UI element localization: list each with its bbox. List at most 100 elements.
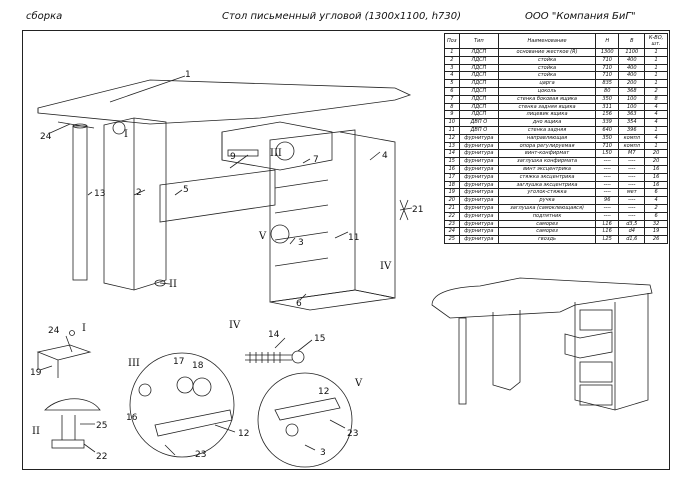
table-cell: 1 (644, 55, 668, 65)
table-cell: 8 (644, 94, 668, 104)
svg-text:12: 12 (318, 387, 329, 397)
table-cell: 22 (444, 211, 460, 221)
table-cell: фурнитура (458, 235, 500, 244)
table-cell: 1300 (594, 48, 620, 57)
svg-text:I: I (124, 129, 128, 140)
table-cell: стенка задняя (498, 125, 596, 135)
table-cell: ---- (594, 157, 620, 166)
table-cell: 4 (444, 71, 460, 81)
table-cell: 6 (444, 86, 460, 96)
table-cell: ЛДСП (458, 55, 500, 65)
table-cell: 5 (444, 79, 460, 88)
table-cell: 156 (594, 110, 620, 120)
table-cell: 16 (644, 180, 668, 190)
table-cell: винт эксцентрика (498, 164, 596, 174)
col-h: Н (594, 33, 620, 49)
table-cell: 4 (644, 196, 668, 205)
table-cell: 8 (444, 102, 460, 112)
table-cell: 4 (644, 118, 668, 127)
assembled-top (431, 277, 653, 319)
table-cell: направляющая (498, 133, 596, 143)
svg-text:18: 18 (192, 361, 204, 371)
svg-text:25: 25 (96, 421, 107, 431)
table-cell: L25 (594, 235, 620, 244)
col-type: Тип (458, 33, 500, 49)
table-cell: L16 (594, 227, 620, 237)
table-cell: L16 (594, 219, 620, 229)
table-cell: 710 (594, 141, 620, 151)
table-cell: ---- (618, 203, 646, 213)
table-cell: фурнитура (458, 164, 500, 174)
svg-text:22: 22 (96, 452, 107, 462)
table-cell: 7 (444, 94, 460, 104)
table-cell: 13 (444, 141, 460, 151)
table-cell: фурнитура (458, 180, 500, 190)
leg (72, 125, 88, 281)
tabletop (37, 79, 412, 125)
table-cell: фурнитура (458, 211, 500, 221)
table-cell: 16 (644, 172, 668, 182)
table-cell: 1 (644, 71, 668, 81)
table-cell: 19 (444, 188, 460, 198)
svg-text:3: 3 (320, 448, 326, 458)
table-cell: ---- (618, 172, 646, 182)
svg-text:1: 1 (185, 70, 191, 80)
table-cell: ---- (594, 203, 620, 213)
table-cell: ЛДСП (458, 86, 500, 96)
table-cell: 710 (594, 55, 620, 65)
table-cell: ---- (618, 211, 646, 221)
table-cell: 354 (618, 118, 646, 127)
table-cell: дно ящика (498, 118, 596, 127)
table-cell: основание жесткое (R) (498, 48, 596, 57)
table-cell: 1 (644, 141, 668, 151)
table-cell: фурнитура (458, 188, 500, 198)
svg-text:21: 21 (412, 205, 423, 215)
svg-text:15: 15 (314, 334, 325, 344)
svg-text:III: III (128, 358, 140, 369)
table-cell: 710 (594, 71, 620, 81)
table-cell: 368 (618, 86, 646, 96)
modesty-panel (159, 169, 276, 223)
svg-text:24: 24 (48, 326, 60, 336)
table-cell: 14 (444, 149, 460, 159)
table-cell: фурнитура (458, 227, 500, 237)
table-cell: ЛДСП (458, 94, 500, 104)
table-cell: 21 (444, 203, 460, 213)
table-cell: 20 (444, 196, 460, 205)
table-cell: L50 (594, 149, 620, 159)
table-cell: 710 (594, 63, 620, 73)
svg-text:II: II (32, 426, 40, 437)
table-cell: саморез (498, 219, 596, 229)
svg-text:13: 13 (94, 189, 105, 199)
detail-II (44, 398, 101, 453)
svg-text:16: 16 (126, 413, 138, 423)
table-cell: заглушка (самоклеющаяся) (498, 203, 596, 213)
parts-table-header: Поз Тип Наименование Н В К-ВО, шт. (444, 33, 668, 49)
table-cell: ---- (618, 164, 646, 174)
table-cell: 3 (444, 63, 460, 73)
table-cell: стяжка эксцентрика (498, 172, 596, 182)
table-cell: фурнитура (458, 133, 500, 143)
table-cell: 311 (594, 102, 620, 112)
svg-text:4: 4 (382, 151, 388, 161)
table-cell: винт-конфирмат (498, 149, 596, 159)
detail-IV (245, 337, 313, 364)
svg-text:IV: IV (229, 320, 241, 331)
side-panel (103, 117, 167, 291)
table-cell: 4 (644, 110, 668, 120)
svg-text:2: 2 (136, 188, 142, 198)
table-cell: саморез (498, 227, 596, 237)
svg-text:II: II (169, 279, 177, 290)
svg-text:24: 24 (40, 132, 52, 142)
table-cell: 16 (444, 164, 460, 174)
table-cell: 835 (594, 79, 620, 88)
table-cell: цоколь (498, 86, 596, 96)
table-cell: 19 (644, 227, 668, 237)
table-cell: 20 (644, 149, 668, 159)
svg-text:IV: IV (380, 261, 392, 272)
